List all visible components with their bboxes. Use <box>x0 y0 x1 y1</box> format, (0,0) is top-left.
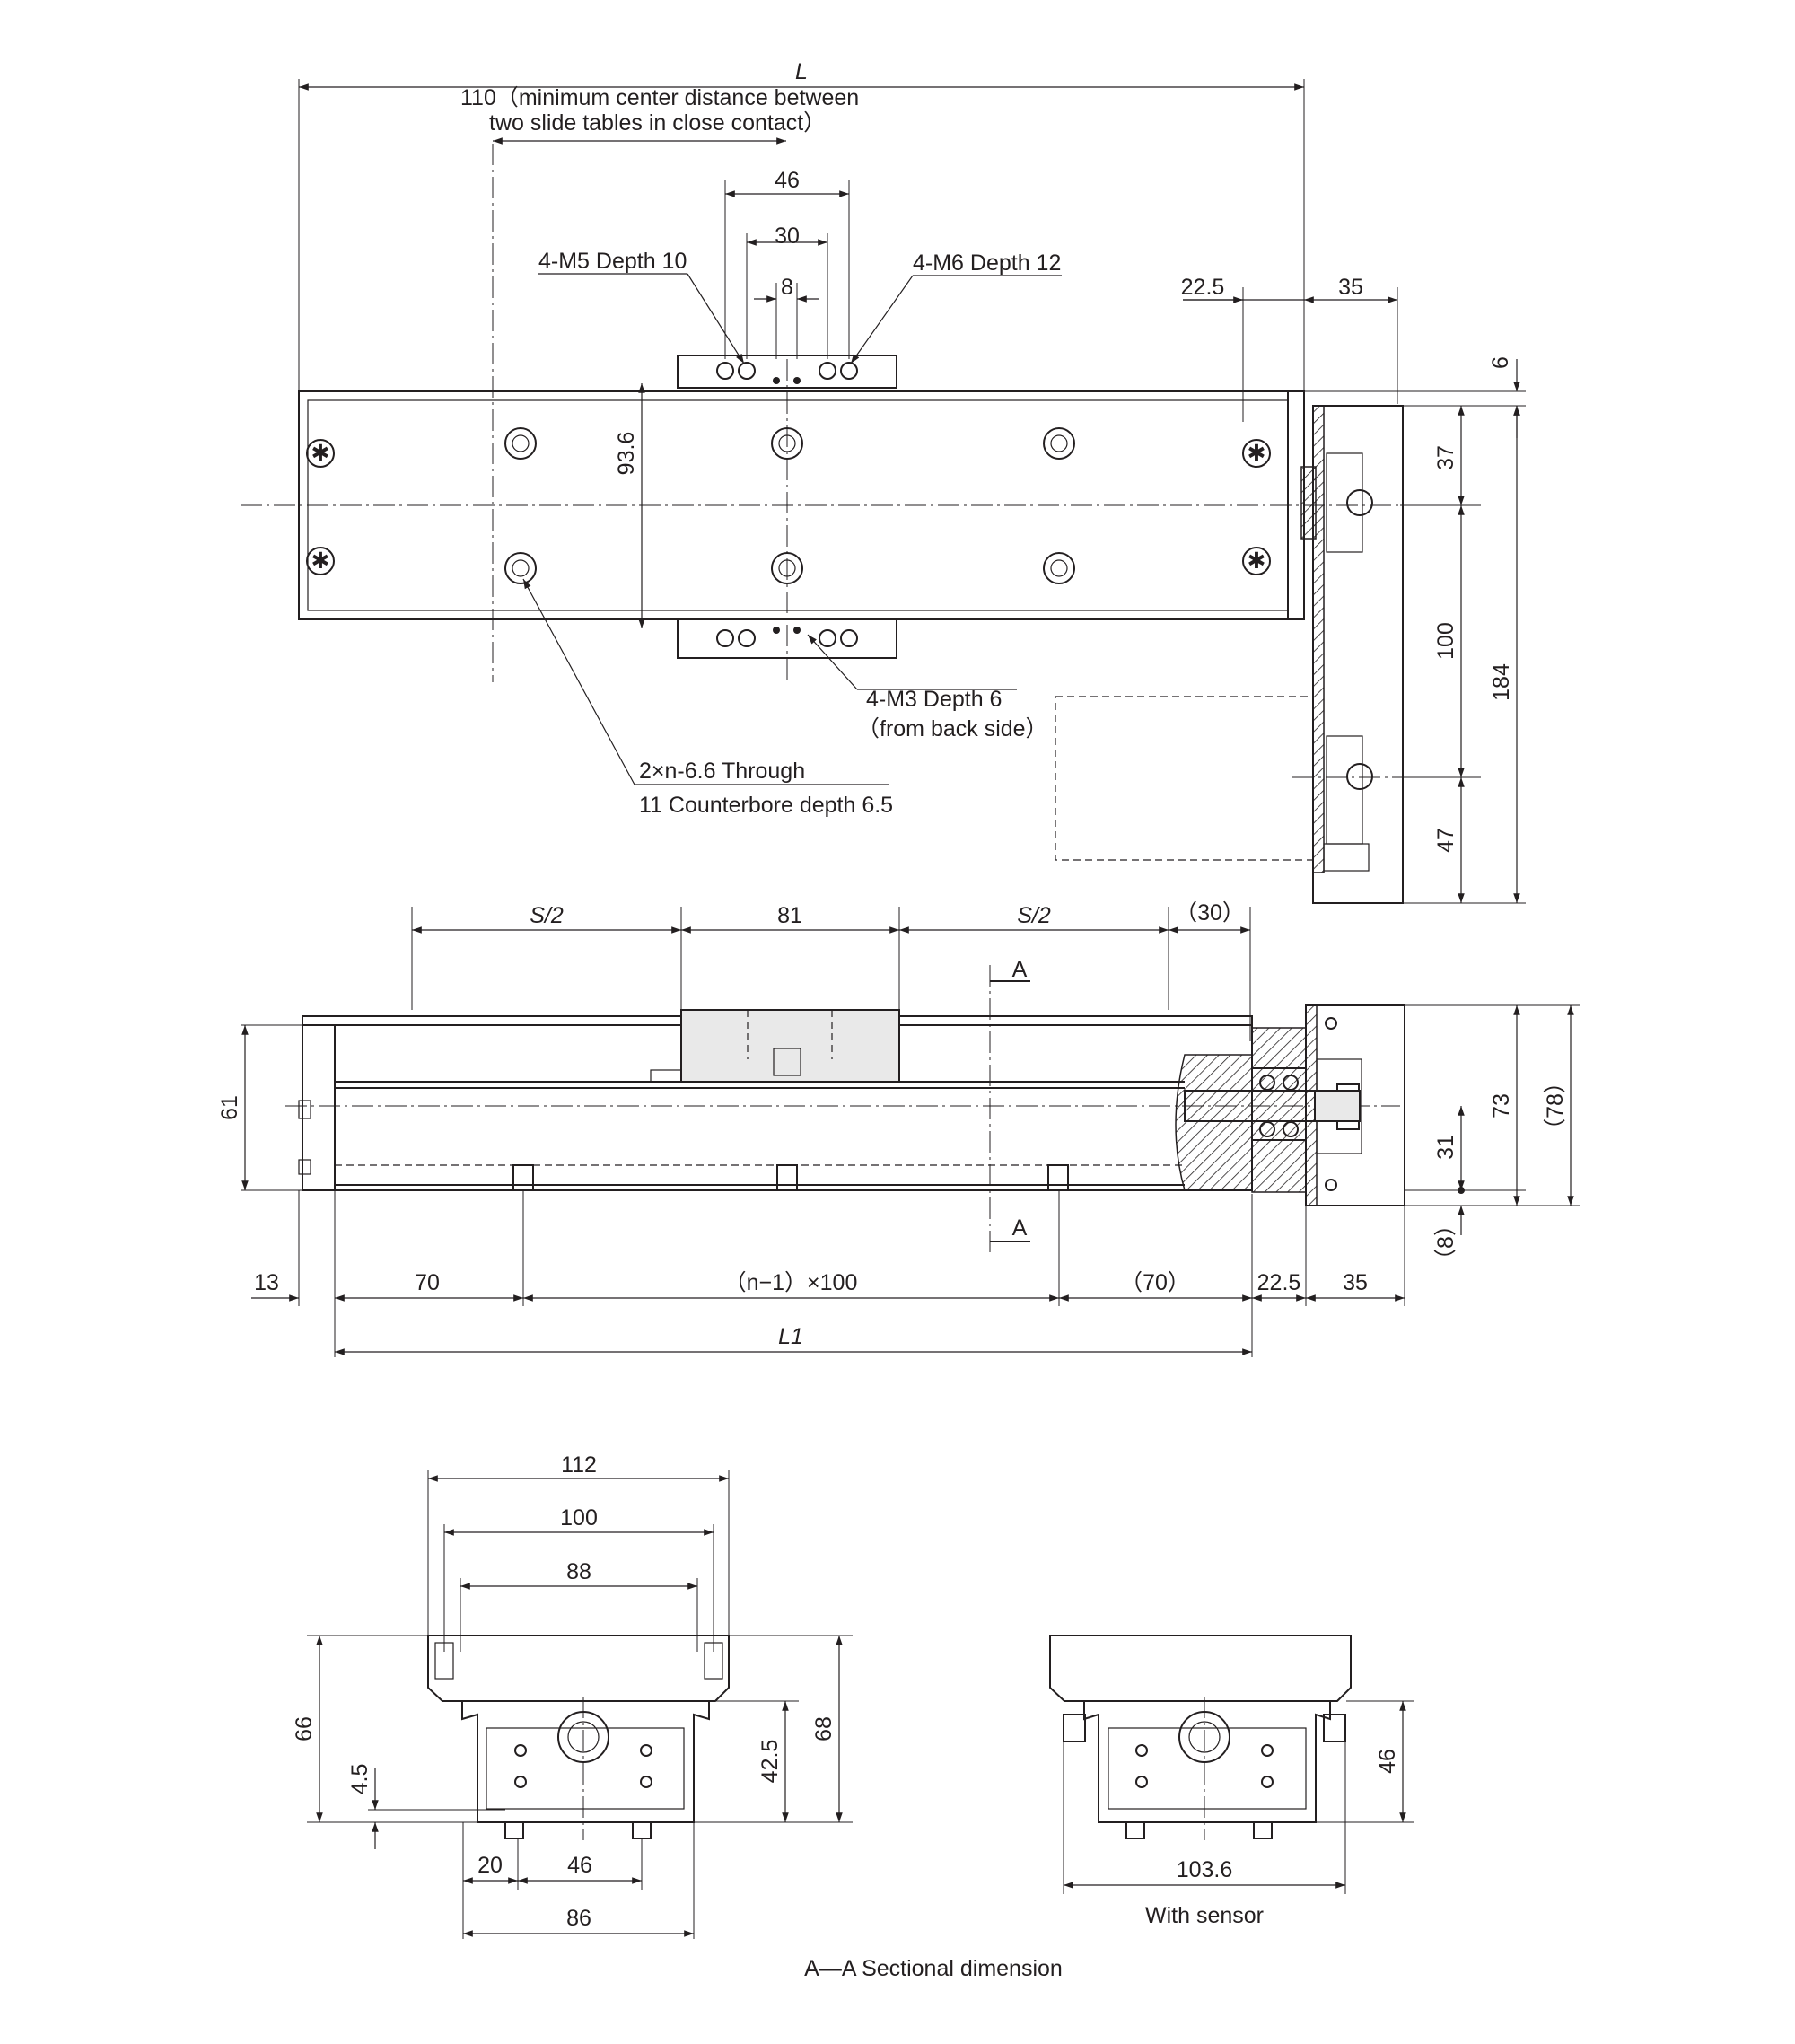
label-47: 47 <box>1433 828 1458 853</box>
label-184: 184 <box>1489 663 1514 701</box>
label-112: 112 <box>561 1452 597 1478</box>
label-8: 8 <box>781 275 793 300</box>
section-a-top: A <box>1012 957 1028 982</box>
label-min-center-1: 110（minimum center distance between <box>460 85 859 110</box>
label-37: 37 <box>1433 445 1458 470</box>
label-42-5: 42.5 <box>757 1740 783 1784</box>
label-46-sensor: 46 <box>1375 1749 1400 1774</box>
label-93-6: 93.6 <box>614 432 639 476</box>
label-31: 31 <box>1433 1135 1458 1160</box>
svg-text:✱: ✱ <box>311 441 330 466</box>
svg-text:✱: ✱ <box>1248 548 1266 574</box>
label-73: 73 <box>1489 1093 1514 1118</box>
side-view: S/2 81 S/2 （30） A A <box>217 900 1580 1357</box>
section-caption: A—A Sectional dimension <box>804 1956 1063 1981</box>
label-61: 61 <box>217 1095 242 1120</box>
label-s2-left: S/2 <box>530 903 564 928</box>
label-81: 81 <box>777 903 802 928</box>
label-min-center-2: two slide tables in close contact） <box>489 110 826 136</box>
label-m3-1: 4-M3 Depth 6 <box>866 687 1002 712</box>
label-L1: L1 <box>778 1324 803 1349</box>
sensor-view: 46 103.6 With sensor <box>1049 1635 1414 1928</box>
sensor-caption: With sensor <box>1145 1903 1264 1928</box>
label-L: L <box>795 59 808 84</box>
label-s2-right: S/2 <box>1017 903 1051 928</box>
bottom-bolts <box>512 1164 1069 1191</box>
label-70: 70 <box>415 1270 440 1295</box>
label-m6: 4-M6 Depth 12 <box>913 250 1061 276</box>
label-35-side: 35 <box>1343 1270 1368 1295</box>
svg-text:✱: ✱ <box>1248 441 1266 466</box>
label-86: 86 <box>566 1906 591 1931</box>
label-66: 66 <box>292 1716 317 1741</box>
table-holes-bottom <box>716 627 858 647</box>
sensor-left <box>1063 1714 1086 1742</box>
label-30: 30 <box>775 224 800 249</box>
label-68: 68 <box>811 1716 836 1741</box>
label-4-5: 4.5 <box>347 1764 372 1795</box>
label-8p: （8） <box>1433 1214 1458 1271</box>
section-a-bottom: A <box>1012 1215 1028 1241</box>
label-46-top: 46 <box>775 168 800 193</box>
label-6: 6 <box>1488 356 1513 369</box>
counterbore-holes <box>504 427 1075 584</box>
label-100-top: 100 <box>1433 622 1458 660</box>
svg-text:✱: ✱ <box>311 548 330 574</box>
section-body <box>461 1701 710 1823</box>
label-22-5-side: 22.5 <box>1257 1270 1301 1295</box>
sensor-right <box>1323 1714 1346 1742</box>
section-view: 112 100 88 66 4.5 <box>292 1452 1063 1981</box>
label-88: 88 <box>566 1559 591 1584</box>
top-view: L 110（minimum center distance between tw… <box>241 59 1526 904</box>
bearing-block <box>1251 1027 1307 1193</box>
motor-outline-hidden <box>1055 696 1314 861</box>
label-103-6: 103.6 <box>1177 1857 1233 1882</box>
label-m5: 4-M5 Depth 10 <box>538 249 687 274</box>
label-70p: （70） <box>1120 1270 1190 1295</box>
end-screws: ✱ ✱ ✱ ✱ <box>306 439 1271 575</box>
label-through-1: 2×n-6.6 Through <box>639 759 805 784</box>
label-20: 20 <box>477 1853 503 1878</box>
label-78p: （78） <box>1543 1071 1568 1141</box>
label-13: 13 <box>254 1270 279 1295</box>
label-through-2: 11 Counterbore depth 6.5 <box>639 793 893 818</box>
label-pitch: （n−1）×100 <box>724 1270 858 1295</box>
slide-table-side <box>680 1009 900 1083</box>
label-35-top: 35 <box>1338 275 1363 300</box>
label-22-5-top: 22.5 <box>1181 275 1225 300</box>
label-46-sec: 46 <box>567 1853 592 1878</box>
table-holes-top <box>716 362 858 384</box>
section-table <box>427 1635 730 1702</box>
label-m3-2: （from back side） <box>857 716 1048 741</box>
label-30p: （30） <box>1175 900 1245 926</box>
label-100-sec: 100 <box>560 1505 598 1531</box>
